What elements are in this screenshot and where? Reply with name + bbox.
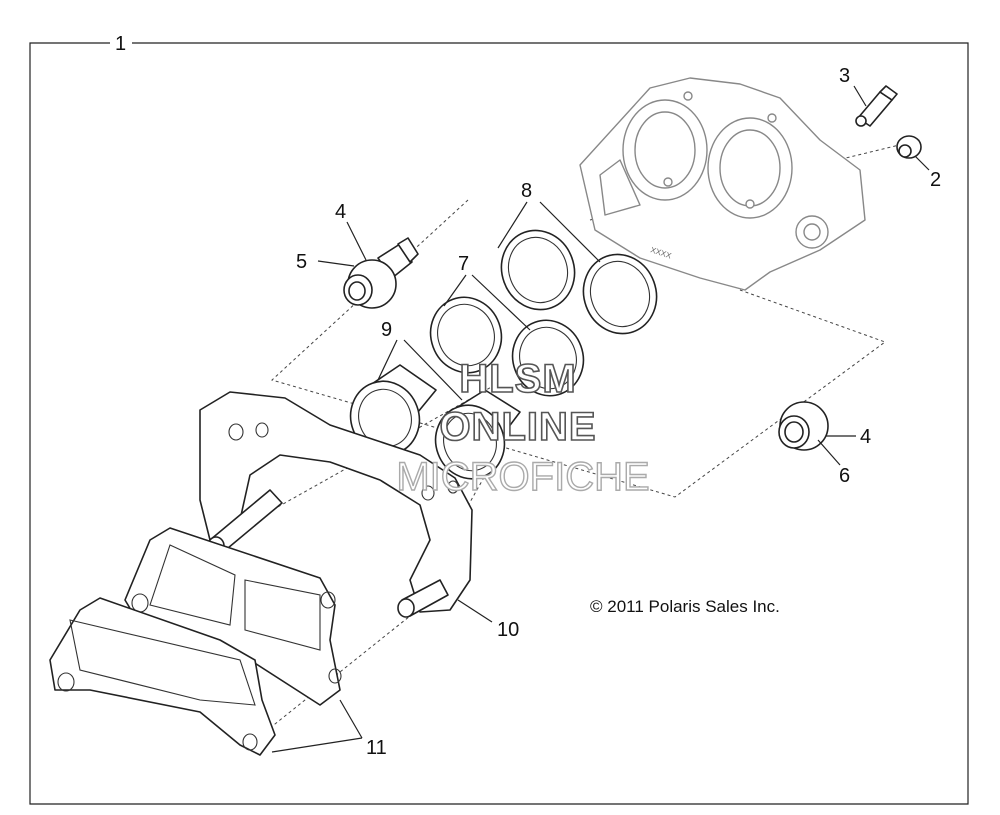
callout-1: 1 (115, 33, 126, 55)
pistons (349, 364, 521, 480)
callout-4-upper: 4 (335, 201, 346, 223)
dust-seals (429, 296, 585, 397)
callout-8: 8 (521, 180, 532, 202)
caliper-bracket (199, 391, 473, 618)
leader-lines (271, 85, 930, 753)
copyright-notice: © 2011 Polaris Sales Inc. (590, 597, 780, 616)
assembly-frame (29, 42, 969, 805)
callout-2: 2 (930, 169, 941, 191)
callout-7: 7 (458, 253, 469, 275)
boot-lower (778, 401, 829, 451)
callouts: 1 2 3 4 5 8 7 9 4 6 10 11 (115, 33, 941, 759)
watermark-line-1: HLSM (459, 357, 576, 401)
watermark-line-3: MICROFICHE (396, 455, 649, 499)
callout-5: 5 (296, 251, 307, 273)
bleeder-cap (896, 135, 922, 159)
watermark-line-2: ONLINE (439, 405, 596, 449)
watermark: HLSM ONLINE MICROFICHE (396, 356, 651, 500)
callout-3: 3 (839, 65, 850, 87)
caliper-housing: XXXX (579, 77, 866, 291)
brake-pad-outer (49, 597, 342, 756)
callout-9: 9 (381, 319, 392, 341)
callout-4-lower: 4 (860, 426, 871, 448)
callout-11: 11 (366, 737, 387, 759)
callout-10: 10 (497, 619, 519, 641)
guide-bolt-with-boot (343, 237, 419, 309)
bleeder-screw (855, 85, 898, 127)
callout-6: 6 (839, 465, 850, 487)
piston-seals (500, 229, 658, 335)
